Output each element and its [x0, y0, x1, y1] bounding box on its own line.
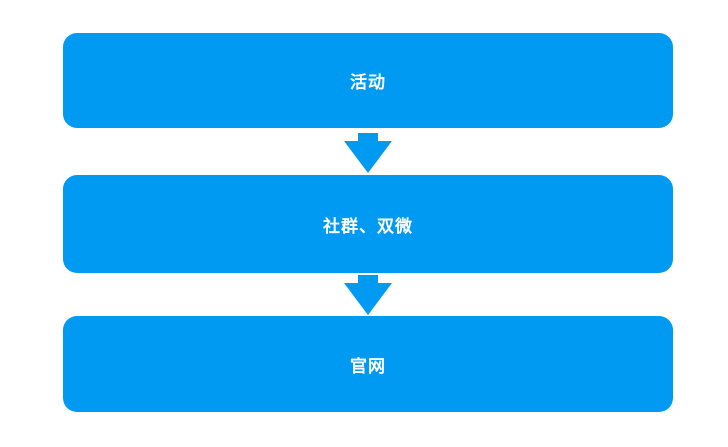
- flow-node-official-website: 官网: [63, 316, 673, 412]
- down-arrow-icon: [344, 275, 392, 315]
- flow-node-official-website-label: 官网: [350, 356, 386, 377]
- flow-node-activity-label: 活动: [350, 73, 386, 93]
- down-arrow-icon: [344, 133, 392, 173]
- flow-node-activity: 活动: [63, 33, 673, 128]
- flow-node-community: 社群、双微: [63, 175, 673, 273]
- flow-node-community-label: 社群、双微: [323, 216, 413, 237]
